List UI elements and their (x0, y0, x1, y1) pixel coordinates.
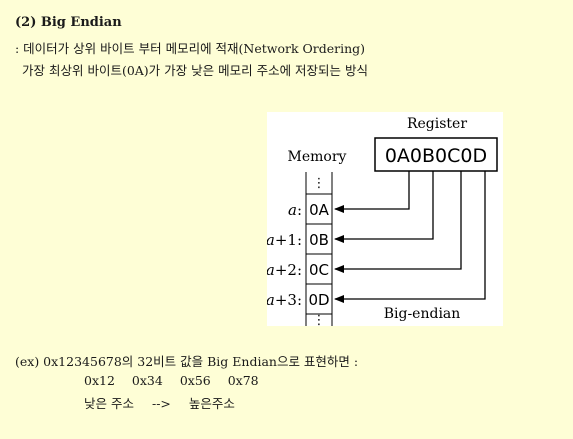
low-address-label: 낮은 주소 (84, 396, 134, 411)
register-label: Register (407, 116, 467, 132)
description-line-1: : 데이터가 상위 바이트 부터 메모리에 적재(Network Orderin… (15, 41, 366, 56)
memory-cell (305, 253, 333, 285)
byte-arrows (334, 171, 486, 303)
register-box (374, 137, 498, 172)
example-line: (ex) 0x12345678의 32비트 값을 Big Endian으로 표현… (15, 354, 359, 369)
byte-2: 0x56 (179, 373, 211, 388)
memory-ellipsis-top: ⋮ (313, 176, 326, 191)
memory-cell (305, 193, 333, 225)
memory-cell (305, 223, 333, 255)
byte-arrow (334, 171, 462, 273)
memory-cell (305, 283, 333, 315)
description-line-2: 가장 최상위 바이트(0A)가 가장 낮은 메모리 주소에 저장되는 방식 (22, 63, 369, 78)
memory-address-label: a+3: (267, 291, 302, 309)
memory-address-label: a: (288, 201, 302, 219)
memory-cell-value: 0B (309, 231, 329, 249)
memory-address-label: a+1: (267, 231, 302, 249)
order-arrow: --> (151, 396, 171, 411)
byte-arrow (334, 171, 434, 243)
register-value: 0A0B0C0D (385, 145, 487, 167)
memory-label: Memory (288, 149, 347, 165)
byte-1: 0x34 (131, 373, 163, 388)
memory-ellipsis-bottom: ⋮ (313, 313, 326, 326)
big-endian-diagram: Register 0A0B0C0D Memory ⋮ ⋮ 0Aa:0Ba+1:0… (267, 112, 503, 326)
byte-3: 0x78 (227, 373, 259, 388)
section-heading: (2) Big Endian (15, 15, 122, 30)
memory-cell-value: 0C (309, 261, 329, 279)
byte-arrow (334, 171, 410, 213)
diagram-canvas: Register 0A0B0C0D Memory ⋮ ⋮ 0Aa:0Ba+1:0… (267, 116, 498, 326)
high-address-label: 높은주소 (188, 396, 235, 411)
address-order: 낮은 주소 --> 높은주소 (84, 393, 249, 412)
memory-rows: 0A a: 0B a+1: 0C a+2: 0D a+3: (267, 193, 333, 315)
byte-arrow (334, 171, 486, 303)
memory-address-label: a+2: (267, 261, 302, 279)
memory-cell-value: 0D (308, 291, 329, 309)
memory-cell-value: 0A (309, 201, 330, 219)
diagram-caption: Big-endian (384, 306, 461, 322)
byte-0: 0x12 (84, 373, 115, 388)
example-bytes: 0x12 0x34 0x56 0x78 (84, 373, 270, 388)
